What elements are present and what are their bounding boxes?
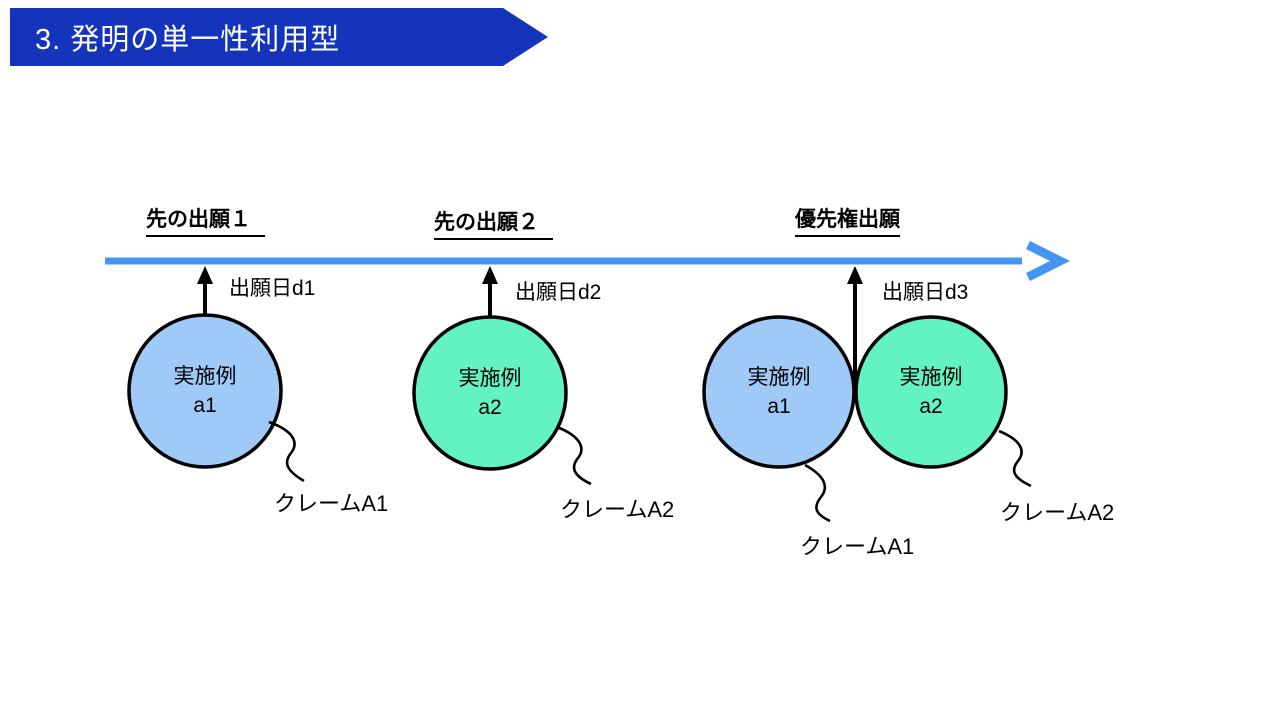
filing-date-label-3: 出願日d3 [882,281,969,304]
claim-leader-4 [998,429,1032,488]
embodiment-id-1: a1 [193,394,217,417]
embodiment-text-2: 実施例 a2 [425,364,555,422]
filing-date-label-2: 出願日d2 [515,281,602,304]
slide-title: 3. 発明の単一性利用型 [35,24,341,56]
claim-label-1: クレームA1 [274,491,389,516]
claim-leader-1 [268,420,305,483]
embodiment-circle-a1-first [127,313,283,469]
filing-arrow-1-head-icon [197,266,213,284]
embodiment-id-2: a2 [478,396,502,419]
embodiment-title-1: 実施例 [173,365,237,388]
application-label-3: 優先権出願 [795,203,900,237]
embodiment-title-4: 実施例 [899,366,963,389]
filing-arrow-2-head-icon [482,266,498,284]
claim-leader-2 [556,425,592,486]
embodiment-circle-a1-priority [702,315,856,469]
title-banner: 3. 発明の単一性利用型 [10,8,548,66]
claim-leader-3 [804,463,831,523]
application-label-1: 先の出願１ [146,203,265,237]
embodiment-circle-a2-priority [854,315,1008,469]
claim-label-2: クレームA2 [560,497,675,522]
embodiment-text-1: 実施例 a1 [140,362,270,420]
claim-label-3: クレームA1 [800,534,915,559]
filing-date-label-1: 出願日d1 [229,277,316,300]
timeline-arrowhead-icon [1025,240,1071,282]
application-label-2: 先の出願２ [434,206,553,240]
claim-label-4: クレームA2 [1000,500,1115,525]
filing-arrow-3-head-icon [847,266,863,284]
embodiment-text-4: 実施例 a2 [866,363,996,421]
embodiment-title-2: 実施例 [458,367,522,390]
embodiment-id-4: a2 [919,395,943,418]
embodiment-title-3: 実施例 [747,366,811,389]
embodiment-id-3: a1 [767,395,791,418]
embodiment-text-3: 実施例 a1 [714,363,844,421]
embodiment-circle-a2-second [412,315,568,471]
